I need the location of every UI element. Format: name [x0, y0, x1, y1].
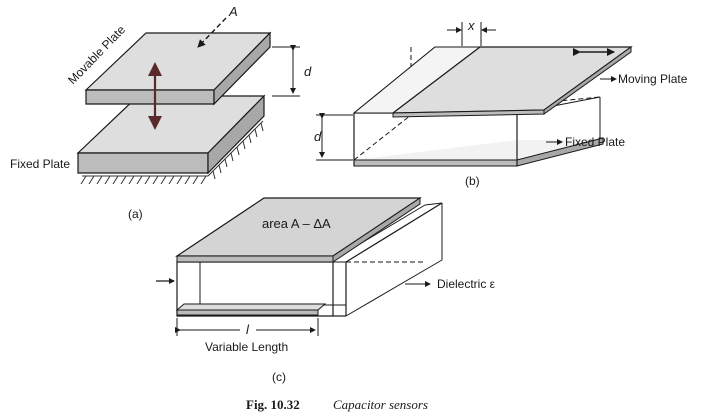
fixed-plate-label-a: Fixed Plate	[10, 157, 70, 171]
lower-plate-c	[175, 303, 327, 316]
offset-dimension-x	[447, 22, 496, 46]
fixed-plate-label-b: Fixed Plate	[565, 135, 625, 149]
panel-c-tag: (c)	[272, 370, 286, 384]
gap-dimension-a	[272, 45, 300, 97]
area-symbol-a: A	[228, 4, 238, 19]
figure-number: Fig. 10.32	[246, 397, 300, 412]
figure-title: Capacitor sensors	[333, 397, 428, 412]
fixed-plate-a	[76, 94, 266, 175]
variable-length-label: Variable Length	[205, 340, 288, 354]
distance-symbol-a: d	[304, 64, 312, 79]
panel-a: A d Movable Plate Fixed Plate (a)	[10, 4, 312, 221]
motion-double-arrow	[148, 62, 162, 130]
upper-plate-c	[175, 197, 422, 263]
offset-symbol-x: x	[467, 18, 475, 33]
distance-symbol-b: d	[314, 129, 322, 144]
gap-dimension-b	[316, 113, 353, 161]
movable-plate	[84, 31, 272, 106]
panel-b: x d Moving Plate Fixed Plate (b)	[314, 18, 688, 188]
dielectric-label: Dielectric ε	[437, 277, 496, 291]
length-dimension	[175, 318, 319, 336]
panel-a-tag: (a)	[128, 207, 143, 221]
panel-b-tag: (b)	[465, 174, 480, 188]
area-arrow-a	[197, 17, 227, 48]
length-symbol: l	[246, 322, 250, 337]
moving-plate-label: Moving Plate	[618, 72, 688, 86]
area-label-c: area A – ΔA	[262, 216, 331, 231]
panel-c: area A – ΔA Dielectric ε l Variable Leng…	[156, 197, 496, 384]
ground-hatch	[80, 120, 264, 185]
moving-plate	[391, 46, 633, 118]
